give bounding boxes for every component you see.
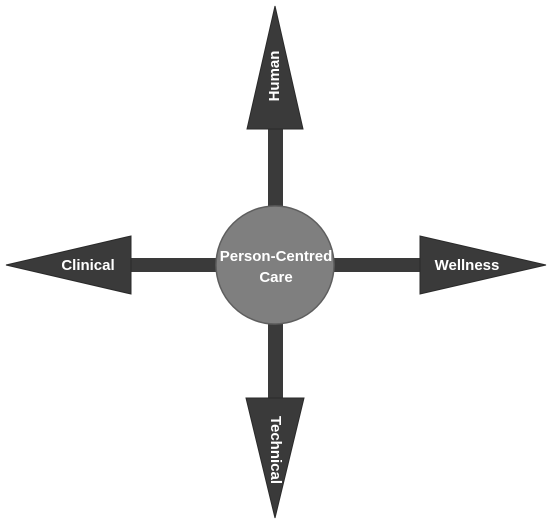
arrow-up-head (246, 5, 304, 130)
arrow-up-shaft (268, 128, 283, 212)
arrow-up-human: Human (246, 5, 304, 212)
arrow-label-human: Human (266, 51, 283, 102)
center-node: Person-Centred Care (215, 205, 335, 325)
center-label-line2: Care (259, 269, 292, 286)
arrow-label-clinical: Clinical (61, 257, 114, 274)
center-label-line1: Person-Centred (220, 248, 333, 265)
arrow-left-head (5, 235, 132, 295)
arrow-right-wellness: Wellness (330, 235, 547, 295)
arrow-down-shaft (268, 316, 283, 400)
arrow-down-head (245, 397, 305, 519)
arrow-right-shaft (330, 258, 424, 272)
arrow-down-technical: Technical (245, 316, 305, 519)
center-circle (215, 205, 335, 325)
arrow-label-technical: Technical (267, 416, 284, 484)
arrow-left-clinical: Clinical (5, 235, 218, 295)
arrow-right-head (419, 235, 547, 295)
arrow-label-wellness: Wellness (435, 257, 500, 274)
arrow-left-shaft (128, 258, 218, 272)
